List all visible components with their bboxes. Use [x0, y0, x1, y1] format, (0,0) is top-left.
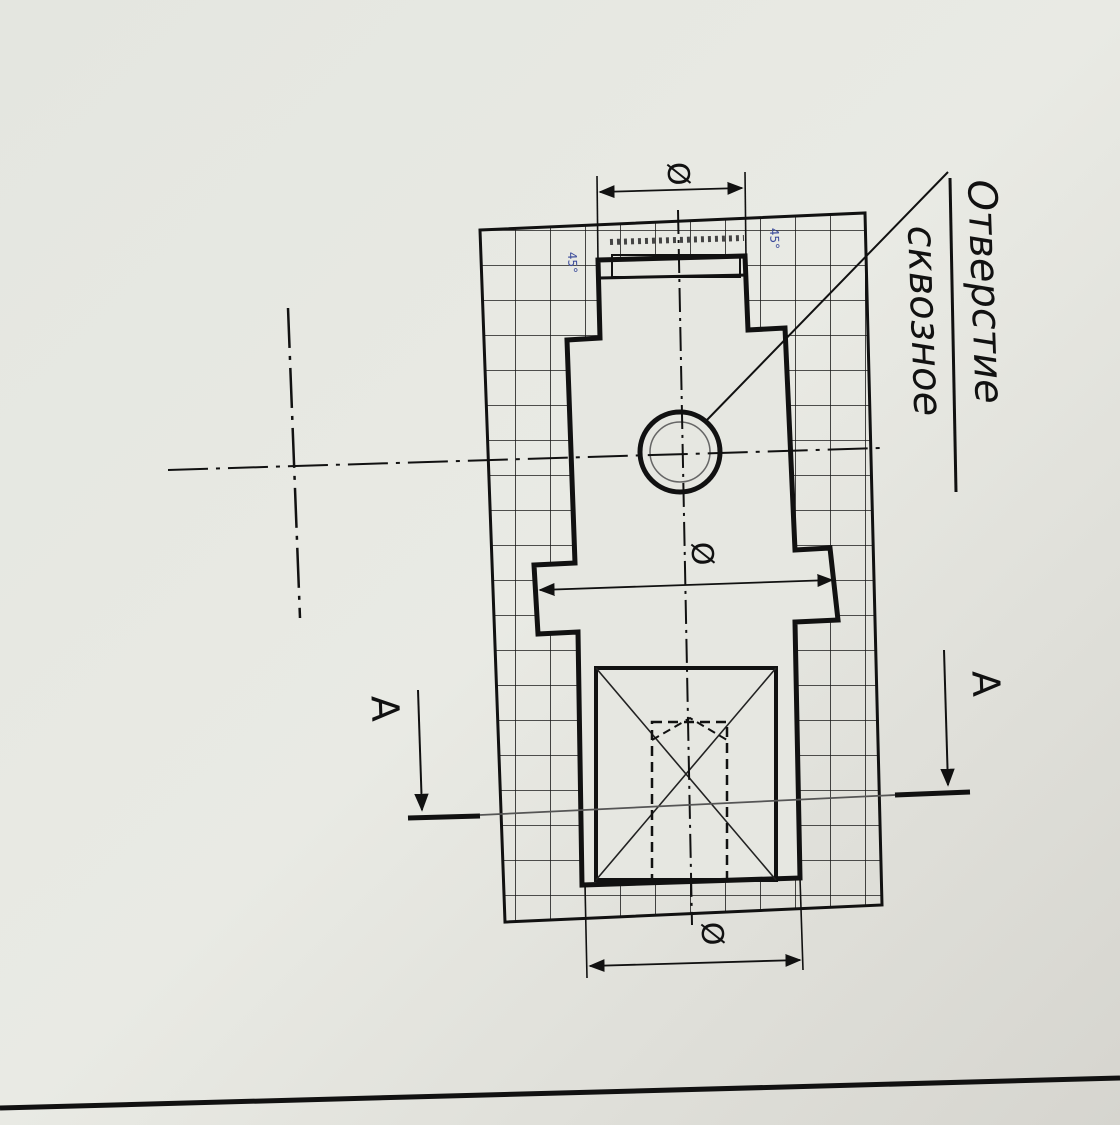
- section-line-a-a: [407, 649, 971, 821]
- lower-recess: [594, 666, 778, 882]
- sheet-border-line: [0, 1075, 1120, 1111]
- chamfer-label-right: 45°: [767, 228, 782, 250]
- note-underline: [948, 177, 958, 493]
- dimension-middle: [538, 574, 834, 596]
- dimension-bottom: [584, 877, 804, 979]
- side-view-axis-line: [286, 307, 302, 619]
- section-mark-right: А: [963, 670, 1008, 698]
- note-through-hole-line2: сквозное: [898, 225, 951, 417]
- chamfer-label-left: 45°: [565, 252, 580, 274]
- dimension-middle-symbol: Ø: [684, 541, 720, 566]
- note-leader-line: [704, 171, 949, 423]
- section-mark-left: А: [362, 695, 407, 723]
- dimension-top: [596, 171, 747, 263]
- top-counterbore: [599, 235, 749, 280]
- dimension-top-symbol: Ø: [660, 161, 696, 186]
- note-through-hole-line1: Отверстие: [958, 179, 1012, 405]
- part-axis-line: [677, 209, 693, 926]
- dimension-bottom-symbol: Ø: [694, 921, 730, 946]
